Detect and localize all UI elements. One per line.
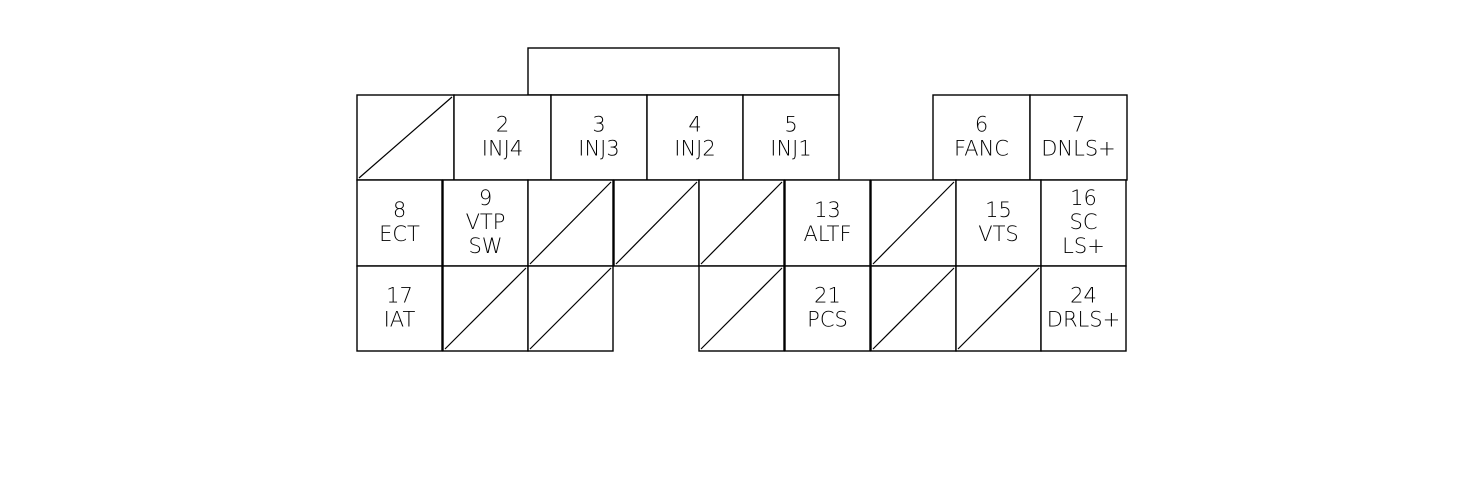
unused-pin-slash <box>358 96 453 179</box>
pin-number: 9 <box>479 186 492 210</box>
unused-pin-slash <box>615 181 698 265</box>
unused-pin-slash <box>700 181 783 265</box>
pin-signal-label: LS+ <box>1062 234 1105 258</box>
pin-signal-label: ALTF <box>803 222 851 246</box>
middle_row-blank-cell-3 <box>613 179 700 267</box>
pin-number: 13 <box>814 198 841 222</box>
middle_row-blank-cell-2 <box>527 179 614 267</box>
pin-7-cell-border <box>1029 94 1128 181</box>
pin-signal-label: DRLS+ <box>1047 308 1120 332</box>
bottom_row-blank-cell-5 <box>870 265 957 352</box>
pin-signal-label: PCS <box>807 308 848 332</box>
pin-number: 5 <box>784 113 797 137</box>
pin-17-cell-border <box>356 265 443 352</box>
pin-15-cell-border <box>955 179 1042 267</box>
pin-signal-label: INJ2 <box>674 137 715 161</box>
pin-signal-label: INJ1 <box>770 137 811 161</box>
pin-number: 8 <box>393 198 406 222</box>
bottom_row-blank-cell-2 <box>527 265 614 352</box>
pin-5-cell-border <box>742 94 840 181</box>
pin-signal-label: IAT <box>384 308 416 332</box>
pin-24-cell-border <box>1040 265 1127 352</box>
pin-signal-label: DNLS+ <box>1041 137 1116 161</box>
pin-number: 21 <box>814 284 841 308</box>
bottom_row-blank-cell-6 <box>955 265 1042 352</box>
pin-signal-label: VTP <box>466 210 506 234</box>
bottom_row-blank-cell-3 <box>698 265 785 352</box>
pin-9-cell-border <box>442 179 529 267</box>
pin-signal-label: INJ3 <box>578 137 619 161</box>
pin-signal-label: FANC <box>954 137 1009 161</box>
bottom_row-blank-cell-1 <box>442 265 529 352</box>
unused-pin-slash <box>529 181 612 265</box>
top_row-blank-cell-0 <box>356 94 455 181</box>
unused-pin-slash <box>872 181 955 265</box>
connector-latch-tab <box>527 47 840 96</box>
pin-number: 4 <box>688 113 701 137</box>
unused-pin-slash <box>957 267 1040 350</box>
pin-signal-label: INJ4 <box>482 137 523 161</box>
pin-signal-label: ECT <box>379 222 420 246</box>
pin-6-cell-border <box>932 94 1031 181</box>
pin-signal-label: SW <box>468 234 502 258</box>
pin-8-cell-border <box>356 179 443 267</box>
pin-number: 24 <box>1070 284 1097 308</box>
pin-2-cell-border <box>453 94 552 181</box>
pin-signal-label: SC <box>1070 210 1098 234</box>
unused-pin-slash <box>872 267 955 350</box>
middle_row-blank-cell-4 <box>698 179 785 267</box>
pin-number: 3 <box>592 113 605 137</box>
pin-number: 6 <box>975 113 988 137</box>
unused-pin-slash <box>529 267 612 350</box>
unused-pin-slash <box>444 267 527 350</box>
connector-cells: 2INJ43INJ34INJ25INJ16FANC7DNLS+8ECT9VTPS… <box>356 94 1128 352</box>
pin-number: 2 <box>496 113 509 137</box>
pin-16-cell-border <box>1040 179 1127 267</box>
pin-number: 17 <box>386 284 413 308</box>
pin-number: 16 <box>1070 186 1097 210</box>
pin-number: 15 <box>985 198 1012 222</box>
pin-number: 7 <box>1072 113 1085 137</box>
pin-signal-label: VTS <box>978 222 1019 246</box>
unused-pin-slash <box>700 267 783 350</box>
pin-21-cell-border <box>784 265 871 352</box>
middle_row-blank-cell-6 <box>870 179 957 267</box>
